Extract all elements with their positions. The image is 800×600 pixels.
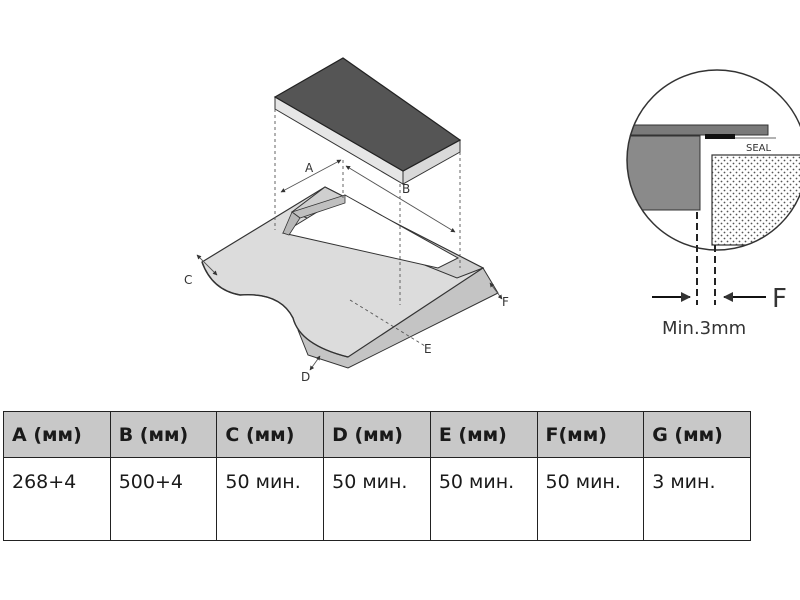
value-cell-e: 50 мин. (429, 457, 538, 541)
header-cell-d: D (мм) (323, 411, 431, 458)
value-cell-g: 3 мин. (643, 457, 751, 541)
detail-gap-label: Min.3mm (662, 318, 746, 339)
header-cell-a: A (мм) (3, 411, 111, 458)
header-cell-e: E (мм) (429, 411, 538, 458)
dimensions-table: A (мм) B (мм) C (мм) D (мм) E (мм) F(мм)… (3, 411, 751, 541)
installation-diagram: A B C D E F SEAL F Min.3mm (184, 57, 800, 384)
label-d: D (301, 370, 310, 384)
label-c: C (184, 273, 192, 287)
value-cell-d: 50 мин. (323, 457, 431, 541)
dimension-lines (196, 109, 503, 371)
value-cell-f: 50 мин. (536, 457, 645, 541)
header-cell-f: F(мм) (536, 411, 645, 458)
table-header-row: A (мм) B (мм) C (мм) D (мм) E (мм) F(мм)… (3, 411, 751, 458)
value-cell-b: 500+4 (109, 457, 218, 541)
value-cell-a: 268+4 (3, 457, 111, 541)
dimension-line-c (196, 254, 218, 276)
hob-glass-top (273, 57, 462, 172)
seal-label: SEAL (746, 143, 772, 154)
detail-view: SEAL F Min.3mm (626, 69, 800, 339)
label-a: A (305, 161, 314, 175)
label-f: F (502, 295, 509, 309)
detail-seal (705, 134, 735, 139)
worktop-left-break (201, 261, 349, 358)
dimension-line-e (349, 299, 426, 347)
detail-circle-outline (626, 69, 800, 251)
dimension-line-a (280, 159, 342, 193)
table-row: 268+4 500+4 50 мин. 50 мин. 50 мин. 50 м… (3, 457, 751, 541)
hob (273, 57, 462, 185)
detail-worktop-section (627, 135, 701, 211)
dimension-line-d (309, 355, 321, 371)
detail-hob-glass (627, 124, 769, 136)
cutout-inner-wall-left (282, 211, 301, 236)
header-cell-c: C (мм) (216, 411, 325, 458)
header-cell-g: G (мм) (643, 411, 751, 458)
label-e: E (424, 342, 432, 356)
detail-arrow-label: F (772, 284, 787, 314)
worktop (201, 186, 499, 369)
detail-hob-body (711, 154, 800, 246)
dimension-line-f (489, 282, 503, 300)
dimension-line-b (345, 165, 456, 233)
header-cell-b: B (мм) (109, 411, 218, 458)
label-b: B (402, 182, 410, 196)
value-cell-c: 50 мин. (216, 457, 325, 541)
dimension-labels: A B C D E F (184, 161, 509, 384)
